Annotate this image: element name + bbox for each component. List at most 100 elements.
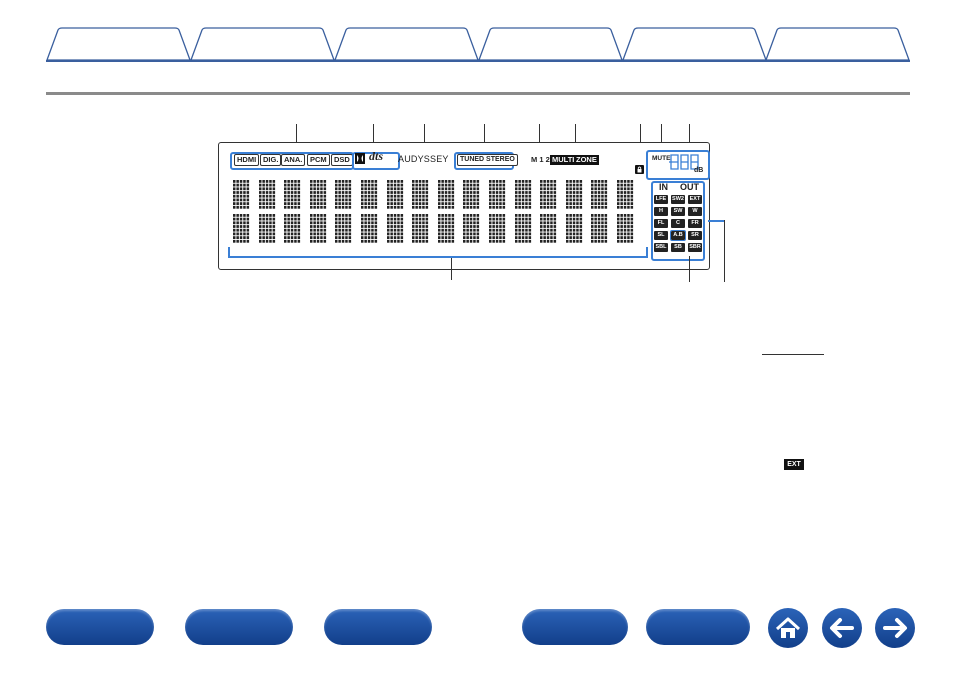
dot-matrix-cell [489,180,507,210]
dot-matrix-cell [361,214,379,244]
dot-matrix-cell [617,214,635,244]
dot-matrix-cell [540,214,558,244]
dot-matrix-cell [335,214,353,244]
audyssey-indicator: AUDYSSEY [398,154,449,164]
top-tab-bar [46,27,910,61]
nav-button-4[interactable] [522,609,628,645]
volume-digits [669,154,699,170]
dts-logo: dts [369,149,384,163]
section-divider [46,92,910,95]
channel-fr: FR [688,219,702,228]
dot-matrix-cell [284,180,302,210]
dot-matrix-cell [463,214,481,244]
callout-line-tuned [484,124,485,152]
dot-matrix-cell [591,180,609,210]
tab-2[interactable] [190,27,335,61]
mute-indicator: MUTE [652,155,671,162]
callout-connector-out [708,220,724,222]
nav-button-3[interactable] [324,609,432,645]
m12-indicator: M 1 2 [531,155,550,164]
dot-matrix-cell [412,214,430,244]
channel-sl: SL [654,231,668,240]
tab-1[interactable] [46,27,191,61]
channel-c: C [671,219,685,228]
tab-underline [46,60,910,62]
channel-h: H [654,207,668,216]
decoder-indicator-group [352,152,400,170]
dot-matrix-cell [514,180,533,210]
dsd-indicator: DSD [331,154,353,166]
dot-matrix-cell [233,214,251,244]
lock-icon [635,165,644,174]
channel-sw2: SW2 [671,195,685,204]
callout-line-m12 [539,124,540,152]
tab-3[interactable] [334,27,479,61]
dot-matrix-cell [361,180,379,210]
dot-matrix-cell [437,214,456,244]
front-display-panel: HDMI DIG. ANA. PCM DSD dts AUDYSSEY TUNE… [218,142,710,270]
matrix-bracket [228,247,648,258]
channel-lfe: LFE [654,195,668,204]
callout-line-audyssey [424,124,425,152]
dot-matrix-cell [437,180,456,210]
dot-matrix-cell [412,180,430,210]
tab-6[interactable] [765,27,910,61]
digital-indicator: DIG. [260,154,282,166]
callout-line-mute [661,124,662,154]
callout-line-channels-in [689,256,690,282]
channel-sb: SB [671,243,685,252]
dot-matrix-cell [463,180,481,210]
in-label: IN [659,182,668,192]
dot-matrix-cell [309,180,328,210]
dolby-logo-icon [355,153,365,164]
nav-button-5[interactable] [646,609,750,645]
dot-matrix-cell [591,214,609,244]
tab-5[interactable] [622,27,767,61]
callout-line-multi-zone [575,124,576,152]
dot-matrix-cell [386,180,405,210]
back-button[interactable] [822,608,862,648]
forward-arrow-icon [883,618,907,638]
dot-matrix-cell [309,214,328,244]
channel-sbr: SBR [688,243,702,252]
hdmi-indicator: HDMI [234,154,260,166]
channel-sbl: SBL [654,243,668,252]
tuned-stereo-indicator: TUNED STEREO [457,154,518,166]
channel-sr: SR [688,231,702,240]
channel-ab: A.B [670,230,686,241]
channel-sw: SW [671,207,685,216]
callout-line-matrix [451,258,452,280]
multi-indicator: MULTI [550,155,577,165]
out-label: OUT [680,182,699,192]
callout-line-dts [373,124,374,152]
callout-line-volume [689,124,690,150]
channel-fl: FL [654,219,668,228]
dot-matrix-cell [617,180,635,210]
ext-badge: EXT [784,459,804,470]
home-button[interactable] [768,608,808,648]
dot-matrix-cell [514,214,533,244]
tab-4[interactable] [478,27,623,61]
home-icon [775,617,801,638]
dot-matrix-cell [233,180,251,210]
dot-matrix-cell [335,180,353,210]
forward-button[interactable] [875,608,915,648]
dot-matrix-cell [386,214,405,244]
channel-ext: EXT [688,195,702,204]
dot-matrix-cell [489,214,507,244]
analog-indicator: ANA. [281,154,306,166]
db-unit: dB [694,167,704,174]
back-arrow-icon [830,618,854,638]
dot-matrix-cell [565,214,584,244]
dot-matrix-cell [540,180,558,210]
pcm-indicator: PCM [307,154,330,166]
volume-indicator-group [646,150,710,180]
text-underline [762,354,824,355]
nav-button-1[interactable] [46,609,154,645]
channel-indicator-group [651,181,705,261]
dot-matrix-cell [258,180,277,210]
nav-button-2[interactable] [185,609,293,645]
callout-line-inputs [296,124,297,152]
dot-matrix-cell [565,180,584,210]
callout-line-channels-out [724,220,725,282]
